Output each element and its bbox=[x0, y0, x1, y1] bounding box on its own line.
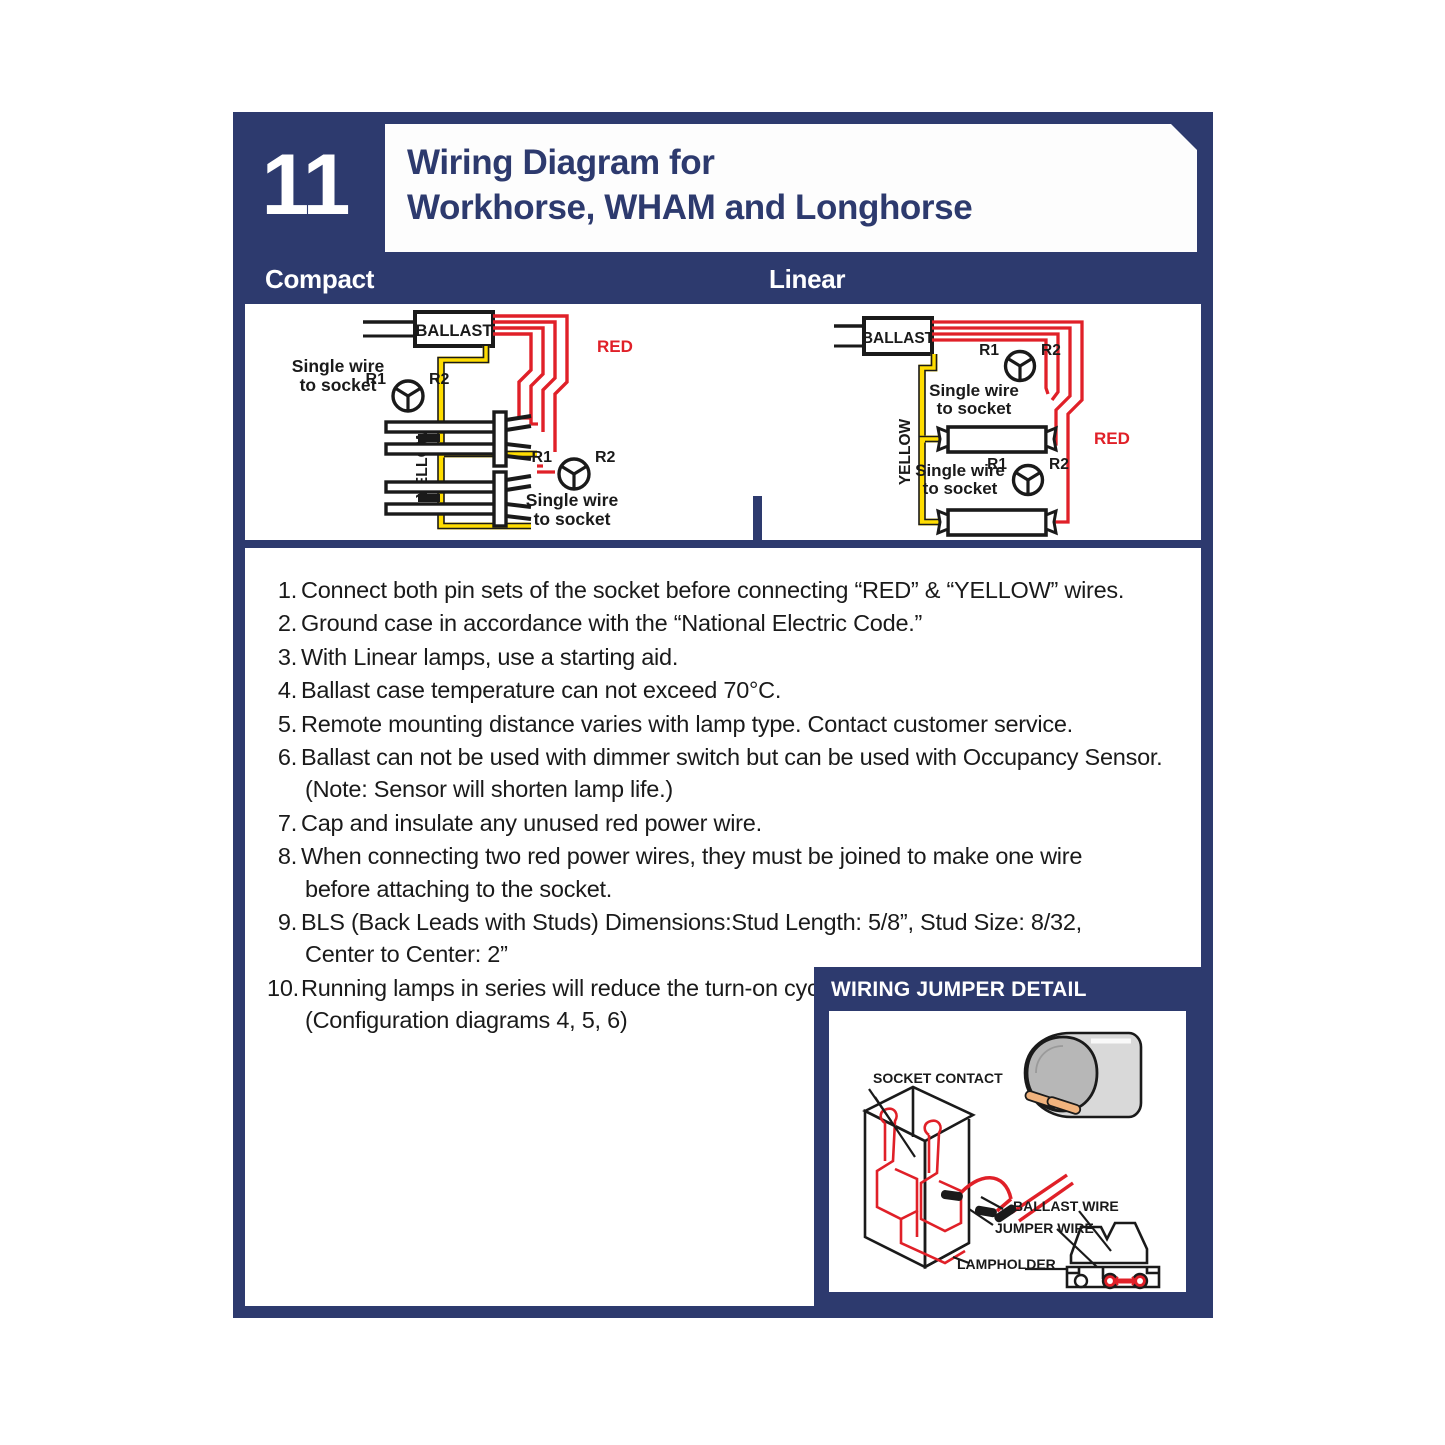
list-item: 1. Connect both pin sets of the socket b… bbox=[267, 574, 1187, 606]
list-item-number: 6. bbox=[277, 744, 297, 771]
single-wire-label-1: Single wire bbox=[292, 356, 385, 376]
ballast-wire-graphic bbox=[994, 1173, 1074, 1223]
compact-schematic-svg: BALLAST RED bbox=[292, 310, 633, 530]
r2-label-upper: R2 bbox=[429, 371, 450, 388]
list-item: 9. BLS (Back Leads with Studs) Dimension… bbox=[267, 906, 1187, 971]
list-item-subtext: (Configuration diagrams 4, 5, 6) bbox=[305, 1007, 628, 1034]
list-item-number: 10. bbox=[267, 974, 299, 1001]
lampholder-body bbox=[862, 1085, 976, 1270]
list-item-subtext: Center to Center: 2” bbox=[305, 941, 508, 968]
starting-aid-symbol-lower: R1 R2 bbox=[987, 456, 1069, 497]
single-wire-label-2: Single wire bbox=[526, 490, 619, 510]
ballast-wire-label: BALLAST WIRE bbox=[1013, 1198, 1119, 1214]
jumper-wire-ferrule-left bbox=[940, 1190, 963, 1201]
linear-lamp-lower bbox=[936, 508, 1058, 537]
yellow-wire-label: YELLOW bbox=[897, 418, 914, 485]
list-item-text: When connecting two red power wires, the… bbox=[301, 843, 1083, 870]
starting-aid-symbol-upper: R1 R2 bbox=[366, 371, 450, 413]
compact-lamp-lower bbox=[384, 470, 532, 528]
list-item-text: Ballast case temperature can not exceed … bbox=[301, 677, 782, 704]
cross-section-hole bbox=[1073, 1273, 1089, 1289]
list-item: 7. Cap and insulate any unused red power… bbox=[267, 807, 1187, 839]
list-item-text: BLS (Back Leads with Studs) Dimensions:S… bbox=[301, 909, 1082, 936]
linear-schematic-svg: BALLAST RED YELLOW bbox=[834, 316, 1130, 537]
starting-aid-symbol-upper: R1 R2 bbox=[979, 342, 1061, 383]
jumper-wire-loop bbox=[955, 1175, 1013, 1200]
list-item-subtext: (Note: Sensor will shorten lamp life.) bbox=[305, 776, 673, 803]
list-item: 4. Ballast case temperature can not exce… bbox=[267, 674, 1187, 706]
diagram-card: 11 Wiring Diagram for Workhorse, WHAM an… bbox=[233, 112, 1213, 1318]
single-wire-label-1: Single wire bbox=[929, 381, 1019, 400]
lamp-pin-2 bbox=[1046, 1096, 1082, 1115]
ballast-box bbox=[862, 316, 934, 356]
callout-leaders bbox=[868, 1088, 1112, 1271]
jumper-detail-svg: SOCKET CONTACT BALLAST WIRE JUMPER WIRE … bbox=[862, 1031, 1161, 1290]
list-item-number: 9. bbox=[277, 909, 297, 936]
list-item-number: 8. bbox=[277, 843, 297, 870]
jumper-detail-body: SOCKET CONTACT BALLAST WIRE JUMPER WIRE … bbox=[829, 1011, 1186, 1292]
starting-aid-symbol-lower: R1 R2 bbox=[532, 449, 616, 491]
compact-lamp-upper bbox=[384, 410, 532, 468]
list-item-number: 4. bbox=[277, 677, 297, 704]
jumper-wire-label: JUMPER WIRE bbox=[995, 1220, 1094, 1236]
list-item-text: Ground case in accordance with the “Nati… bbox=[301, 610, 923, 637]
red-wire-label: RED bbox=[597, 337, 633, 356]
ballast-label: BALLAST bbox=[416, 322, 493, 340]
to-socket-label-1: to socket bbox=[300, 375, 377, 395]
diagram-panels: BALLAST RED bbox=[245, 304, 1201, 732]
list-item: 8. When connecting two red power wires, … bbox=[267, 840, 1187, 905]
list-item-text: Remote mounting distance varies with lam… bbox=[301, 710, 1073, 737]
title-box: Wiring Diagram for Workhorse, WHAM and L… bbox=[385, 124, 1197, 252]
list-item-text: With Linear lamps, use a starting aid. bbox=[301, 643, 679, 670]
list-item-subtext: before attaching to the socket. bbox=[305, 875, 613, 902]
linear-lamp-upper bbox=[936, 425, 1058, 454]
list-item-number: 7. bbox=[277, 809, 297, 836]
r1-label-upper: R1 bbox=[366, 371, 387, 388]
card-number: 11 bbox=[261, 137, 351, 233]
list-item-number: 1. bbox=[277, 577, 297, 603]
lampholder-label: LAMPHOLDER bbox=[957, 1256, 1056, 1272]
r1-label-lower: R1 bbox=[987, 456, 1007, 473]
jumper-detail-heading: WIRING JUMPER DETAIL bbox=[831, 978, 1087, 1001]
to-socket-label-1: to socket bbox=[937, 399, 1012, 418]
to-socket-label-2: to socket bbox=[923, 479, 998, 498]
list-item-text: Connect both pin sets of the socket befo… bbox=[301, 577, 1125, 603]
diagram-compact: BALLAST RED bbox=[245, 304, 753, 540]
r1-label-upper: R1 bbox=[979, 342, 999, 359]
list-item-text: Ballast can not be used with dimmer swit… bbox=[301, 744, 1163, 771]
list-item: 3. With Linear lamps, use a starting aid… bbox=[267, 641, 1187, 673]
list-item: 5. Remote mounting distance varies with … bbox=[267, 708, 1187, 740]
instruction-list: 1. Connect both pin sets of the socket b… bbox=[245, 548, 1201, 1037]
list-item-number: 2. bbox=[277, 610, 297, 637]
page-title: Wiring Diagram for Workhorse, WHAM and L… bbox=[407, 140, 1187, 230]
section-label-compact: Compact bbox=[265, 264, 375, 294]
r1-label-lower: R1 bbox=[532, 449, 553, 466]
list-item-text: Cap and insulate any unused red power wi… bbox=[301, 809, 762, 836]
title-line-2: Workhorse, WHAM and Longhorse bbox=[407, 188, 973, 227]
jumper-wire-ferrule-right bbox=[974, 1205, 997, 1218]
section-label-linear: Linear bbox=[769, 264, 846, 294]
list-item-number: 5. bbox=[277, 710, 297, 737]
r2-label-upper: R2 bbox=[1041, 342, 1061, 359]
list-item: 2. Ground case in accordance with the “N… bbox=[267, 607, 1187, 639]
single-wire-label-2: Single wire bbox=[915, 461, 1005, 480]
lamp-tube-illustration bbox=[1023, 1031, 1143, 1119]
list-item-number: 3. bbox=[277, 643, 297, 670]
title-line-1: Wiring Diagram for bbox=[407, 143, 715, 182]
wiring-jumper-detail-panel: WIRING JUMPER DETAIL bbox=[814, 967, 1201, 1306]
ballast-label: BALLAST bbox=[862, 330, 935, 347]
diagram-linear: BALLAST RED YELLOW bbox=[762, 304, 1201, 540]
r2-label-lower: R2 bbox=[595, 449, 616, 466]
r2-label-lower: R2 bbox=[1049, 456, 1069, 473]
socket-contact-label: SOCKET CONTACT bbox=[873, 1070, 1003, 1086]
list-item: 6. Ballast can not be used with dimmer s… bbox=[267, 741, 1187, 806]
socket-contact-shapes bbox=[875, 1107, 966, 1265]
to-socket-label-2: to socket bbox=[534, 509, 611, 529]
red-wire-label: RED bbox=[1094, 429, 1130, 448]
